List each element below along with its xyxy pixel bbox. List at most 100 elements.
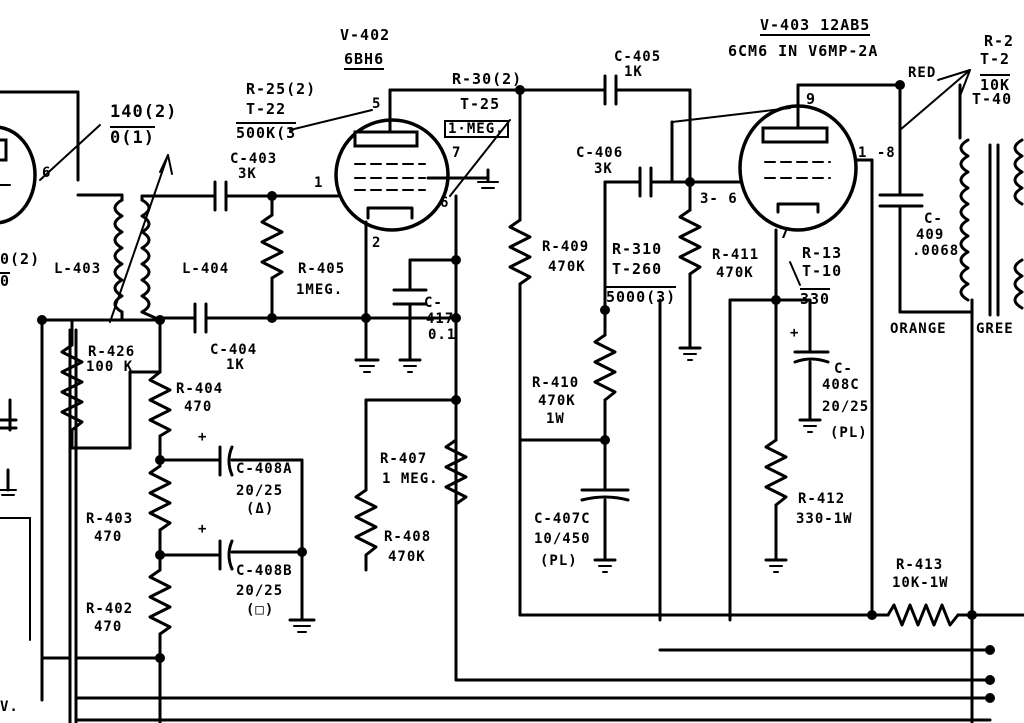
label-r404-value: 470 [184, 399, 213, 415]
label-330: 330 [800, 288, 831, 308]
r413-resistor [870, 603, 1024, 627]
label-r410-watt: 1W [546, 411, 565, 427]
r411-resistor [678, 178, 702, 361]
label-pin7-v403: 7 [780, 224, 791, 242]
left-bus-wires [0, 318, 78, 723]
label-c408c-pl: (PL) [830, 425, 868, 441]
label-red: RED [908, 65, 937, 81]
label-c408b-plus: + [198, 521, 208, 537]
v401-tube-fragment [0, 90, 80, 225]
r13-c408c-r412 [728, 261, 830, 622]
label-c408b: C-408B [236, 563, 293, 579]
label-c408c-value: 20/25 [822, 399, 870, 415]
label-pin6-left: 6 [42, 165, 52, 181]
label-r426-value: 100 K [86, 359, 134, 375]
label-r410: R-410 [532, 375, 580, 391]
c406-capacitor [603, 166, 742, 302]
r410-resistor [593, 308, 617, 492]
v402-tube [289, 88, 522, 373]
label-r426: R-426 [88, 344, 136, 360]
bottom-bus-wires [74, 648, 992, 722]
label-140-2: 140(2) [110, 102, 178, 122]
v403-designation: V-403 12AB5 [760, 16, 871, 36]
c408a-capacitor [218, 445, 304, 622]
label-r411-value: 470K [716, 265, 754, 281]
label-r408-value: 470K [388, 549, 426, 565]
output-transformer [958, 83, 1024, 723]
label-c407c: C-407C [534, 511, 591, 527]
label-c408a-symbol: (Δ) [246, 501, 275, 517]
label-c405: C-405 [614, 49, 662, 65]
label-r412: R-412 [798, 491, 846, 507]
label-r413: R-413 [896, 557, 944, 573]
label-r407: R-407 [380, 451, 428, 467]
label-l404: L-404 [182, 261, 230, 277]
label-c417-value: 0.1 [428, 327, 457, 343]
label-r411: R-411 [712, 247, 760, 263]
label-t2-fragment: T-2 [980, 50, 1011, 68]
label-0-fragment: 0 [0, 272, 11, 290]
label-r405-value: 1MEG. [296, 282, 344, 298]
label-1meg-box: 1·MEG. [444, 120, 509, 138]
label-r25: R-25(2) [246, 80, 317, 98]
label-pin5: 5 [372, 96, 382, 112]
label-c417-number: 417 [426, 311, 455, 327]
label-pin1: 1 [314, 175, 324, 191]
label-c408a: C-408A [236, 461, 293, 477]
label-t25: T-25 [460, 95, 501, 113]
label-t10: T-10 [802, 262, 843, 280]
label-c408c-number: 408C [822, 377, 860, 393]
label-green-fragment: GREE [976, 321, 1014, 337]
label-5000: 5000(3) [606, 286, 677, 306]
r409-resistor [508, 88, 872, 617]
label-v-fragment: V. [0, 699, 19, 715]
c409-capacitor [878, 69, 974, 314]
v403-tube [670, 83, 902, 617]
label-c417: C- [424, 295, 443, 311]
v403-type: 6CM6 IN V6MP-2A [728, 42, 879, 60]
label-r403: R-403 [86, 511, 134, 527]
label-c408c: C- [834, 361, 853, 377]
v402-type: 6BH6 [344, 50, 385, 70]
label-pin3-6: 3- 6 [700, 191, 738, 207]
label-pin9: 9 [806, 90, 817, 108]
label-pin6-v402: 6 [440, 195, 450, 211]
c417-capacitor [364, 194, 458, 682]
label-r403-value: 470 [94, 529, 123, 545]
label-c408a-value: 20/25 [236, 483, 284, 499]
label-l403: L-403 [54, 261, 102, 277]
c404-capacitor [158, 302, 368, 334]
label-c409-value: .0068 [912, 243, 960, 259]
label-c407c-pl: (PL) [540, 553, 578, 569]
label-c409-number: 409 [916, 227, 945, 243]
label-r404: R-404 [176, 381, 224, 397]
label-r413-value: 10K-1W [892, 575, 949, 591]
label-c404: C-404 [210, 342, 258, 358]
label-t22: T-22 [246, 100, 287, 118]
label-c403-value: 3K [238, 166, 257, 182]
r407-resistor [444, 438, 468, 506]
label-c405-value: 1K [624, 64, 643, 80]
c405-capacitor [518, 74, 692, 182]
label-r407-value: 1 MEG. [382, 471, 439, 487]
label-r410-value: 470K [538, 393, 576, 409]
label-r13: R-13 [802, 244, 843, 262]
l403-coil [40, 193, 162, 322]
label-pin2: 2 [372, 235, 382, 251]
c403-capacitor [208, 180, 340, 212]
label-r402-value: 470 [94, 619, 123, 635]
r405-resistor [260, 194, 284, 320]
label-c408a-plus: + [198, 429, 208, 445]
label-r412-value: 330-1W [796, 511, 853, 527]
label-10k-fragment: 10K [980, 74, 1011, 94]
label-c408b-symbol: (□) [246, 602, 275, 618]
label-orange: ORANGE [890, 321, 947, 337]
c407c-capacitor [580, 488, 630, 573]
junction-dots [37, 80, 995, 703]
label-pin1-8: 1 -8 [858, 145, 896, 161]
label-c408c-plus: + [790, 325, 800, 341]
label-t260: T-260 [612, 260, 663, 278]
r408-resistor [354, 398, 992, 682]
r426-resistor [60, 320, 162, 450]
